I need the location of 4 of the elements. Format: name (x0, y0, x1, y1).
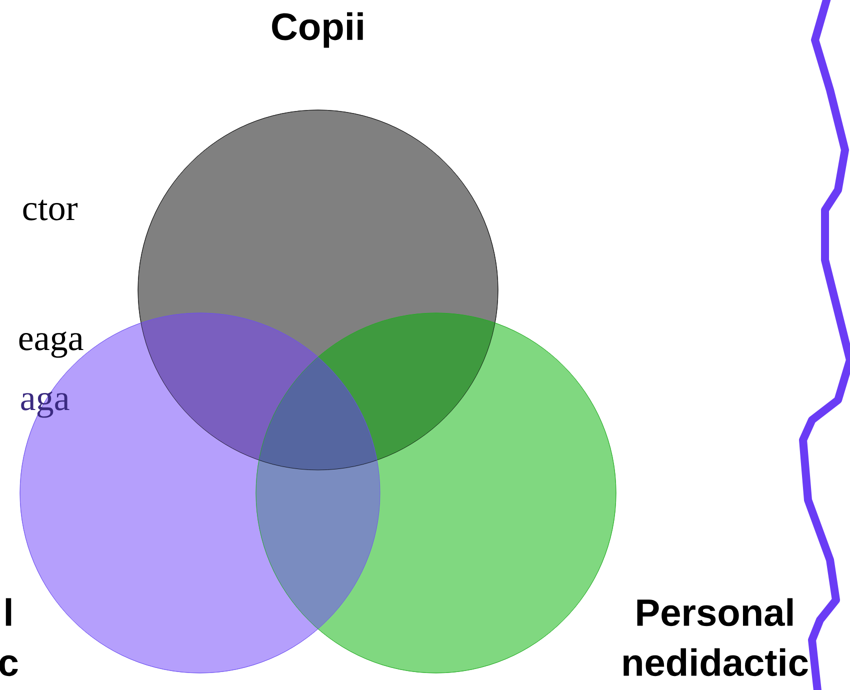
circle-label: Copii (272, 12, 363, 48)
side-text: eaga (19, 332, 84, 358)
side-text: ctor (23, 200, 78, 220)
circle-label: Personal nedidactic (624, 598, 808, 676)
